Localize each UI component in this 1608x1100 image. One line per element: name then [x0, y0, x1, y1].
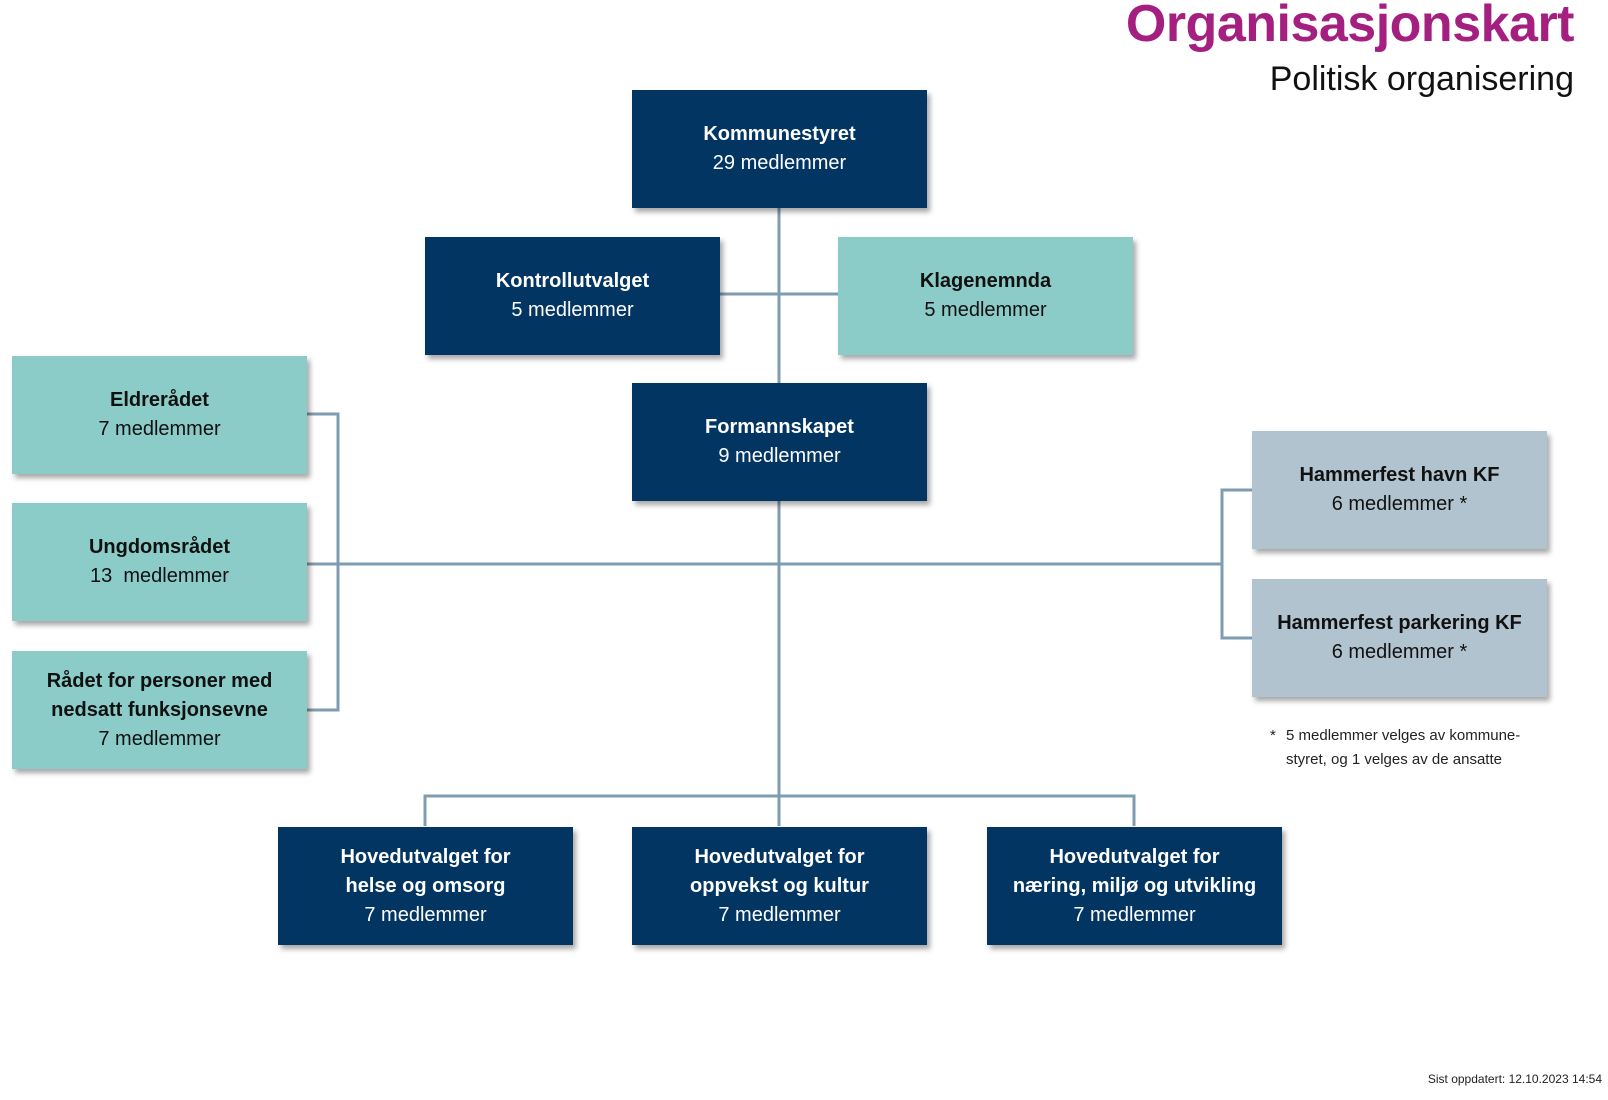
node-ungdomsradet: Ungdomsrådet 13 medlemmer: [12, 503, 307, 621]
node-members: 5 medlemmer: [924, 299, 1047, 321]
node-name-line2: næring, miljø og utvikling: [1012, 874, 1257, 897]
node-name: Formannskapet: [705, 416, 854, 438]
node-members: 6 medlemmer *: [1331, 641, 1468, 663]
branch-bottom-line: [423, 794, 1136, 826]
node-hovedutvalget-naering: Hovedutvalget for næring, miljø og utvik…: [987, 827, 1282, 945]
bracket-right: [1220, 488, 1252, 640]
node-radet-funksjonsevne: Rådet for personer med nedsatt funksjons…: [12, 651, 307, 769]
node-members: 7 medlemmer: [718, 903, 841, 926]
node-members: 7 medlemmer: [364, 903, 487, 926]
node-hammerfest-parkering: Hammerfest parkering KF 6 medlemmer *: [1252, 579, 1547, 697]
page-subtitle: Politisk organisering: [1269, 60, 1574, 98]
node-name: Ungdomsrådet: [88, 536, 231, 558]
node-name: Klagenemnda: [919, 270, 1052, 292]
footnote-line1: 5 medlemmer velges av kommune-: [1286, 727, 1521, 744]
node-name: Kontrollutvalget: [495, 270, 650, 292]
node-name: Kommunestyret: [703, 123, 856, 145]
node-members: 9 medlemmer: [718, 445, 841, 467]
node-members: 7 medlemmer: [98, 727, 221, 750]
last-updated: Sist oppdatert: 12.10.2023 14:54: [1427, 1072, 1602, 1086]
footnote: * 5 medlemmer velges av kommune- styret,…: [1270, 724, 1570, 772]
node-formannskapet: Formannskapet 9 medlemmer: [632, 383, 927, 501]
node-hammerfest-havn: Hammerfest havn KF 6 medlemmer *: [1252, 431, 1547, 549]
node-eldreradet: Eldrerådet 7 medlemmer: [12, 356, 307, 474]
node-kontrollutvalget: Kontrollutvalget 5 medlemmer: [425, 237, 720, 355]
node-hovedutvalget-helse: Hovedutvalget for helse og omsorg 7 medl…: [278, 827, 573, 945]
node-name: Eldrerådet: [110, 389, 209, 411]
node-hovedutvalget-oppvekst: Hovedutvalget for oppvekst og kultur 7 m…: [632, 827, 927, 945]
node-members: 13 medlemmer: [90, 565, 229, 587]
node-name: Hammerfest parkering KF: [1277, 612, 1522, 634]
node-members: 5 medlemmer: [511, 299, 634, 321]
node-name-line1: Hovedutvalget for: [694, 845, 865, 868]
node-members: 29 medlemmer: [712, 152, 847, 174]
node-members: 7 medlemmer: [1073, 903, 1196, 926]
node-name-line2: oppvekst og kultur: [690, 874, 869, 897]
footnote-marker: *: [1270, 727, 1276, 744]
bracket-left: [307, 412, 340, 712]
node-klagenemnda: Klagenemnda 5 medlemmer: [838, 237, 1133, 355]
node-name-line1: Hovedutvalget for: [340, 845, 511, 868]
node-name-line1: Hovedutvalget for: [1049, 845, 1220, 868]
node-name-line2: helse og omsorg: [345, 874, 506, 897]
node-kommunestyret: Kommunestyret 29 medlemmer: [632, 90, 927, 208]
node-members: 6 medlemmer *: [1331, 493, 1468, 515]
node-name: Hammerfest havn KF: [1299, 464, 1500, 486]
page-title: Organisasjonskart: [1125, 0, 1575, 53]
node-name-line1: Rådet for personer med: [46, 669, 273, 692]
node-name-line2: nedsatt funksjonsevne: [51, 698, 268, 721]
footnote-line2: styret, og 1 velges av de ansatte: [1286, 751, 1502, 768]
node-members: 7 medlemmer: [98, 418, 221, 440]
